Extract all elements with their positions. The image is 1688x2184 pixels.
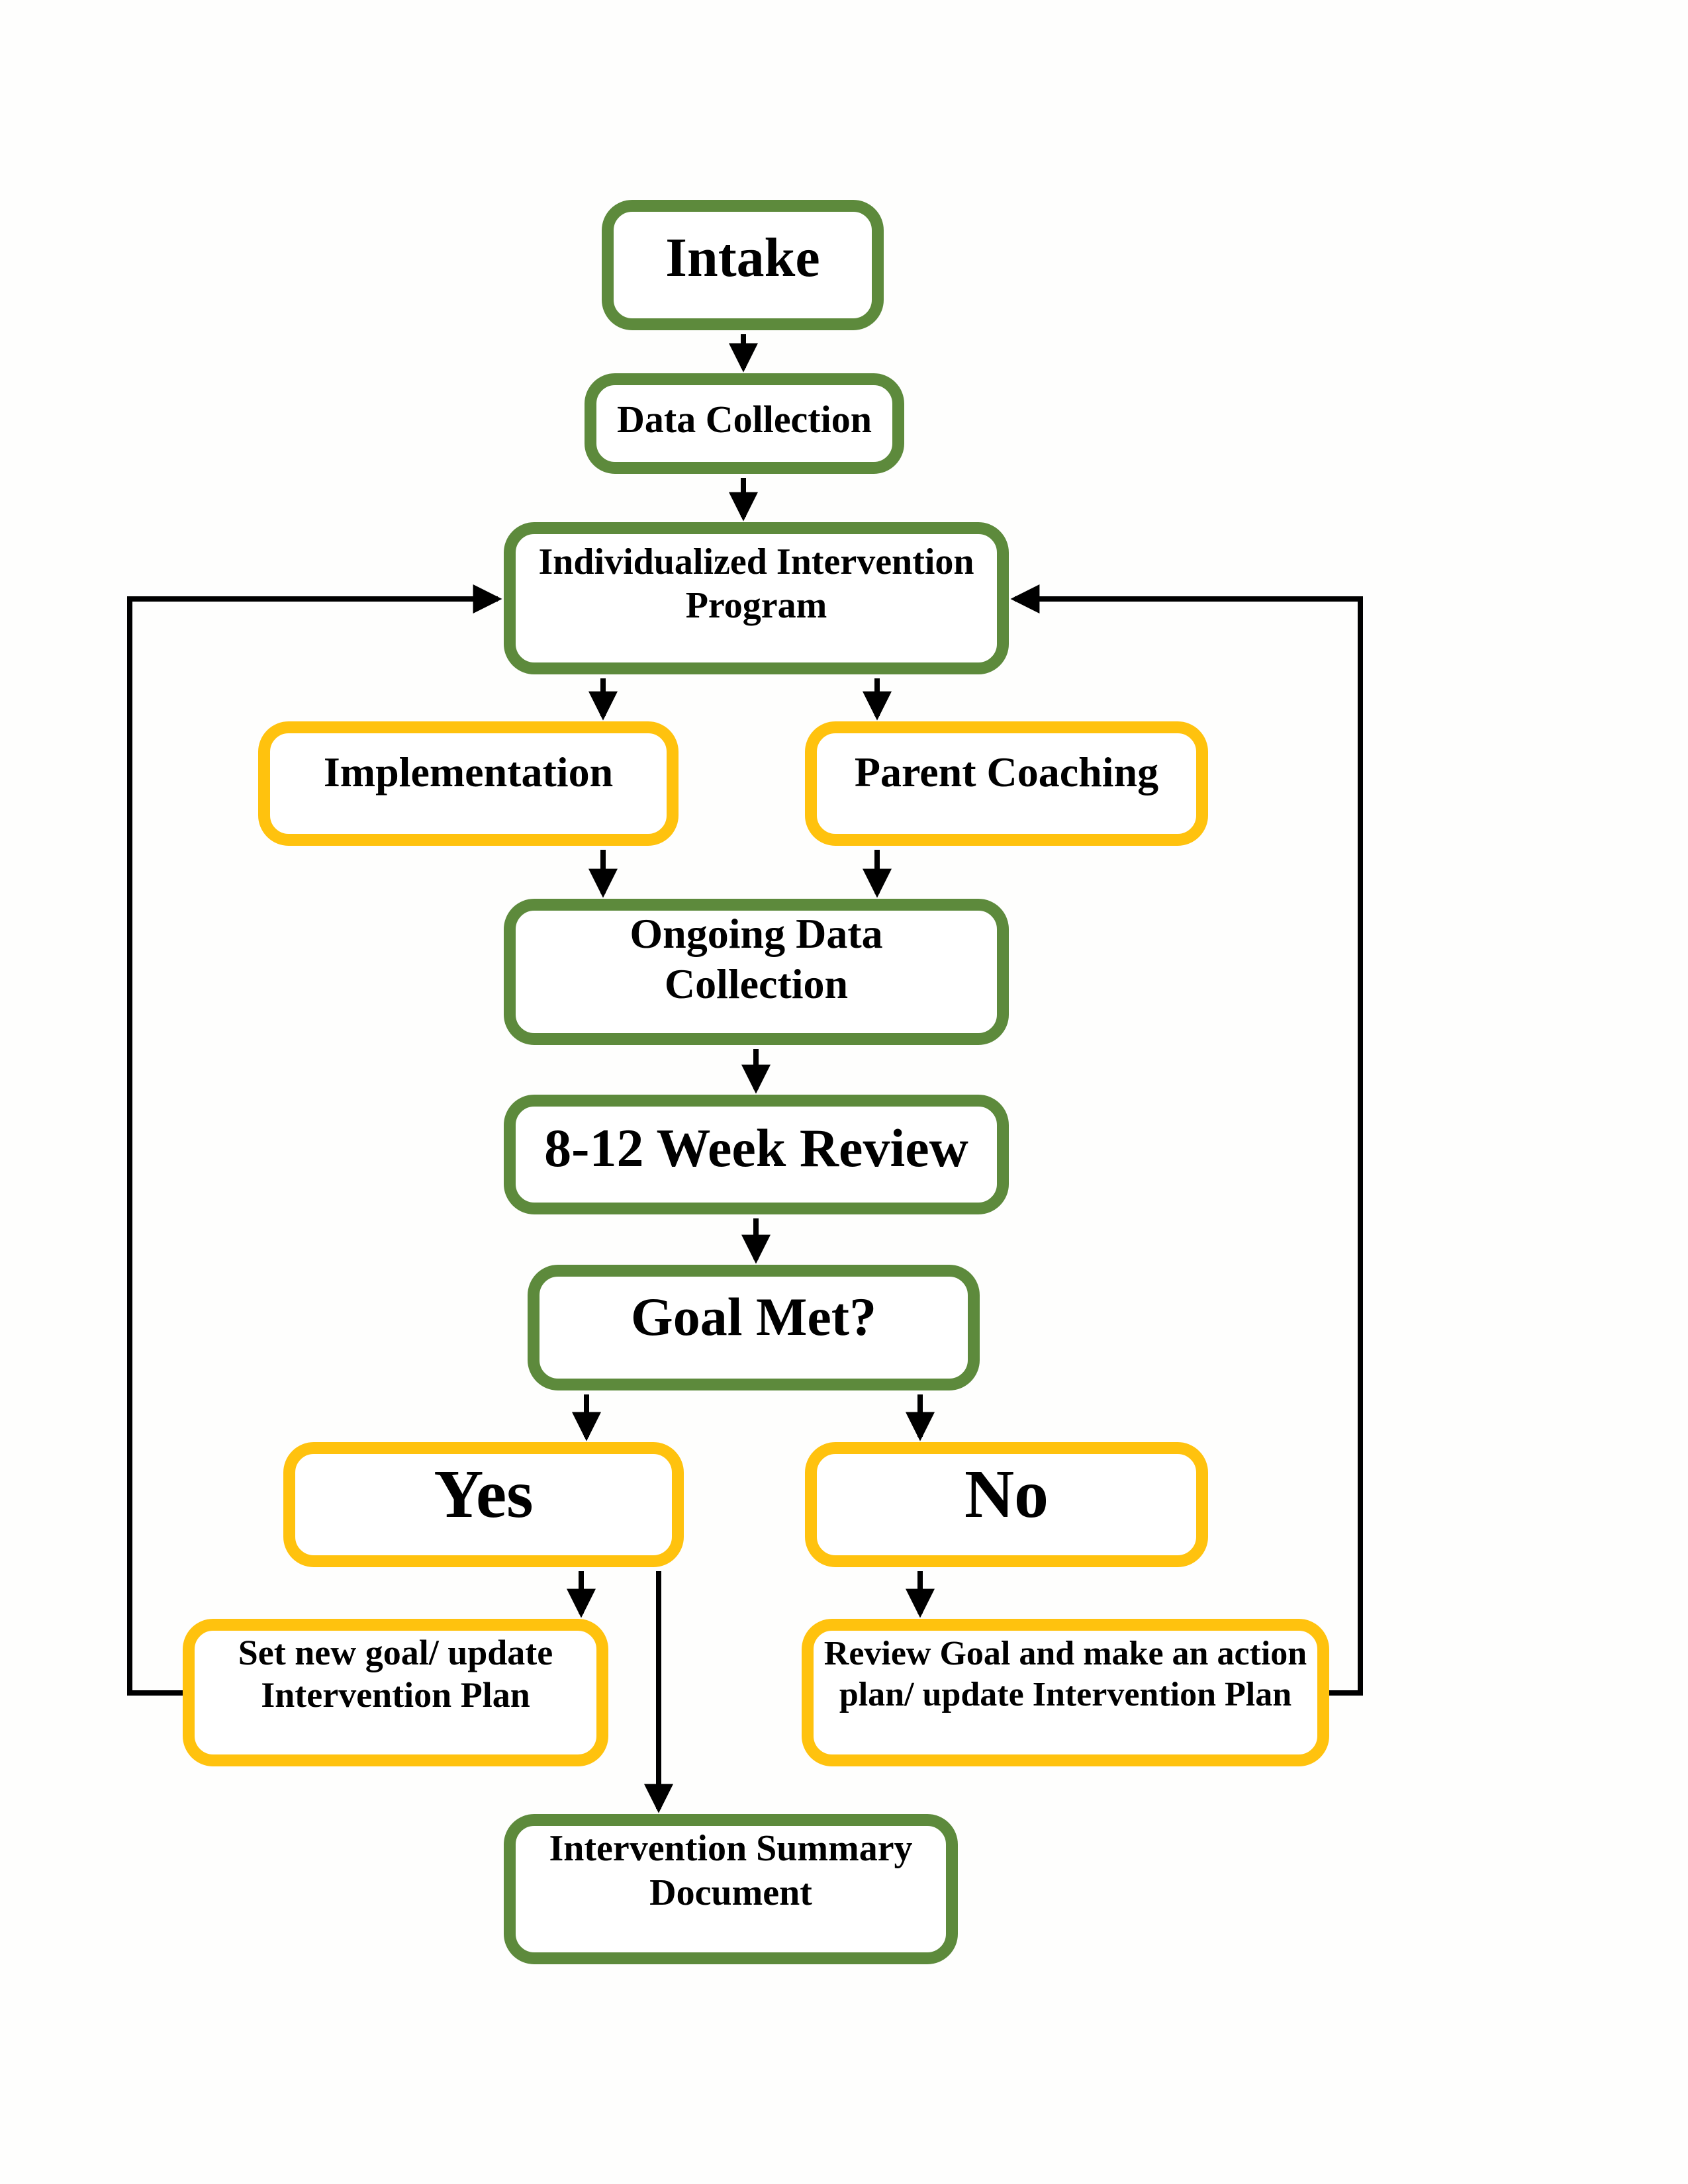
- node-ongoing-data-collection: Ongoing Data Collection: [504, 899, 1009, 1045]
- node-review-goal-action-plan: Review Goal and make an action plan/ upd…: [802, 1619, 1329, 1766]
- node-label: No: [964, 1456, 1049, 1533]
- node-label: Parent Coaching: [854, 749, 1159, 796]
- node-goal-met: Goal Met?: [528, 1265, 980, 1390]
- node-label: Implementation: [323, 749, 614, 796]
- node-label: Goal Met?: [630, 1286, 877, 1347]
- node-label: Data Collection: [617, 397, 872, 441]
- node-label: Individualized Intervention Program: [538, 541, 974, 626]
- node-set-new-goal-update-intervention-plan: Set new goal/ update Intervention Plan: [183, 1619, 608, 1766]
- node-label: Intake: [665, 226, 820, 289]
- node-label: Review Goal and make an action plan/ upd…: [823, 1635, 1307, 1713]
- node-8-12-week-review: 8-12 Week Review: [504, 1095, 1009, 1214]
- node-intervention-summary-document: Intervention Summary Document: [504, 1814, 958, 1964]
- node-no: No: [805, 1442, 1208, 1567]
- node-data-collection: Data Collection: [585, 373, 904, 474]
- node-label: Ongoing Data Collection: [630, 909, 883, 1007]
- node-individualized-intervention-program: Individualized Intervention Program: [504, 522, 1009, 674]
- node-label: Set new goal/ update Intervention Plan: [238, 1632, 553, 1715]
- node-intake: Intake: [602, 200, 884, 330]
- node-label: 8-12 Week Review: [544, 1118, 968, 1179]
- node-label: Yes: [434, 1456, 534, 1533]
- node-yes: Yes: [283, 1442, 684, 1567]
- node-parent-coaching: Parent Coaching: [805, 721, 1208, 846]
- node-label: Intervention Summary Document: [549, 1828, 913, 1913]
- node-implementation: Implementation: [258, 721, 679, 846]
